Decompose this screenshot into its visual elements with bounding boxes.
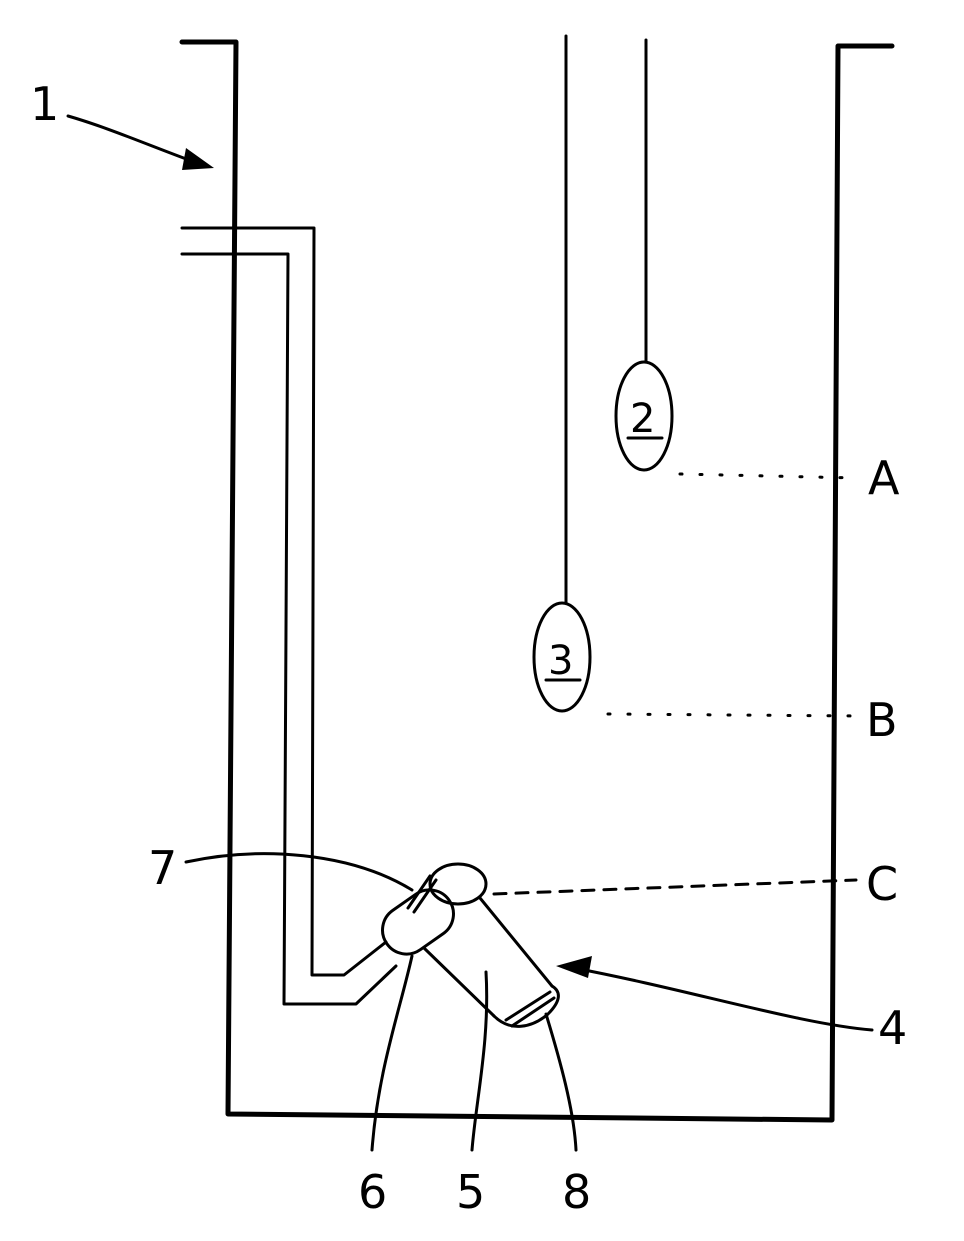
- float-3: [532, 34, 592, 713]
- label-2: 2: [630, 396, 655, 442]
- leader-4: [572, 966, 874, 1032]
- label-b: B: [866, 693, 898, 747]
- pump-assembly: [381, 862, 560, 1028]
- pump-bottom-cap: [492, 984, 560, 1028]
- pump-body: [422, 896, 554, 1018]
- pump-top-cap: [428, 862, 488, 906]
- leader-4-arrowhead: [556, 956, 592, 978]
- pump-part-7-mark: [406, 874, 438, 914]
- level-c-line: [492, 878, 858, 896]
- float-2-body: [614, 360, 674, 472]
- leader-7: [184, 852, 414, 892]
- pipe-outer-line: [180, 226, 388, 977]
- label-1: 1: [30, 77, 59, 131]
- level-a-line: [678, 472, 860, 480]
- float-2: [614, 38, 674, 472]
- label-7: 7: [148, 841, 177, 895]
- leader-5: [470, 970, 489, 1152]
- pump-bottom-cap-band: [504, 990, 556, 1028]
- label-6: 6: [358, 1165, 387, 1219]
- label-8: 8: [562, 1165, 591, 1219]
- float-3-body: [532, 601, 592, 713]
- pump-connector: [381, 888, 455, 956]
- label-3: 3: [548, 638, 573, 684]
- leader-1-arrowhead: [182, 148, 214, 170]
- label-5: 5: [456, 1165, 485, 1219]
- leader-8: [544, 1012, 578, 1152]
- tank-wall: [179, 39, 895, 1123]
- leader-6: [370, 954, 414, 1152]
- level-b-line: [606, 712, 860, 718]
- pipe-inner-line: [180, 252, 398, 1006]
- label-4: 4: [878, 1001, 907, 1055]
- label-c: C: [866, 857, 898, 911]
- leader-1: [66, 114, 202, 166]
- label-a: A: [868, 451, 900, 505]
